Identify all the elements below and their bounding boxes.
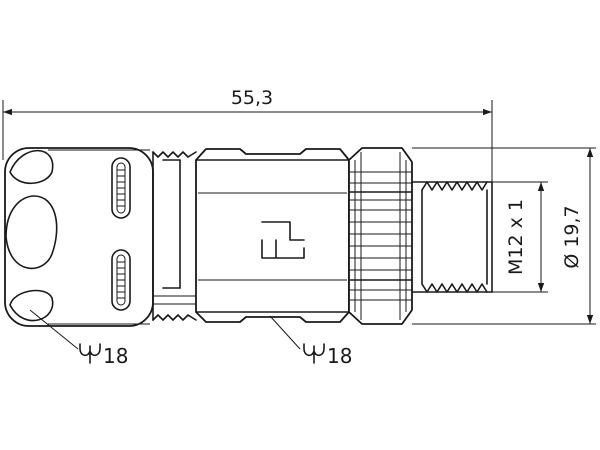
diameter-label: Ø 19,7 (561, 205, 583, 268)
wrench-callout-left: 18 (29, 309, 128, 368)
coupling-nut (348, 147, 413, 325)
wrench-size-icon (79, 343, 101, 364)
wrench-size-right: 18 (327, 344, 352, 368)
length-dimension: 55,3 (2, 87, 493, 182)
hex-body (195, 148, 350, 323)
inner-thread (152, 151, 197, 321)
grip-slot-upper (111, 157, 131, 219)
wrench-size-left: 18 (103, 344, 128, 368)
cable-cap (4, 147, 154, 327)
thread-label: M12 x 1 (505, 199, 527, 275)
wrench-size-icon (303, 343, 325, 364)
diameter-dimension: Ø 19,7 (412, 147, 596, 325)
m12-thread (411, 181, 493, 293)
brand-logo-icon (261, 221, 305, 259)
grip-slot-lower (111, 249, 131, 311)
wrench-callout-right: 18 (269, 315, 352, 368)
length-label: 55,3 (231, 87, 273, 109)
thread-dimension: M12 x 1 (492, 181, 548, 293)
